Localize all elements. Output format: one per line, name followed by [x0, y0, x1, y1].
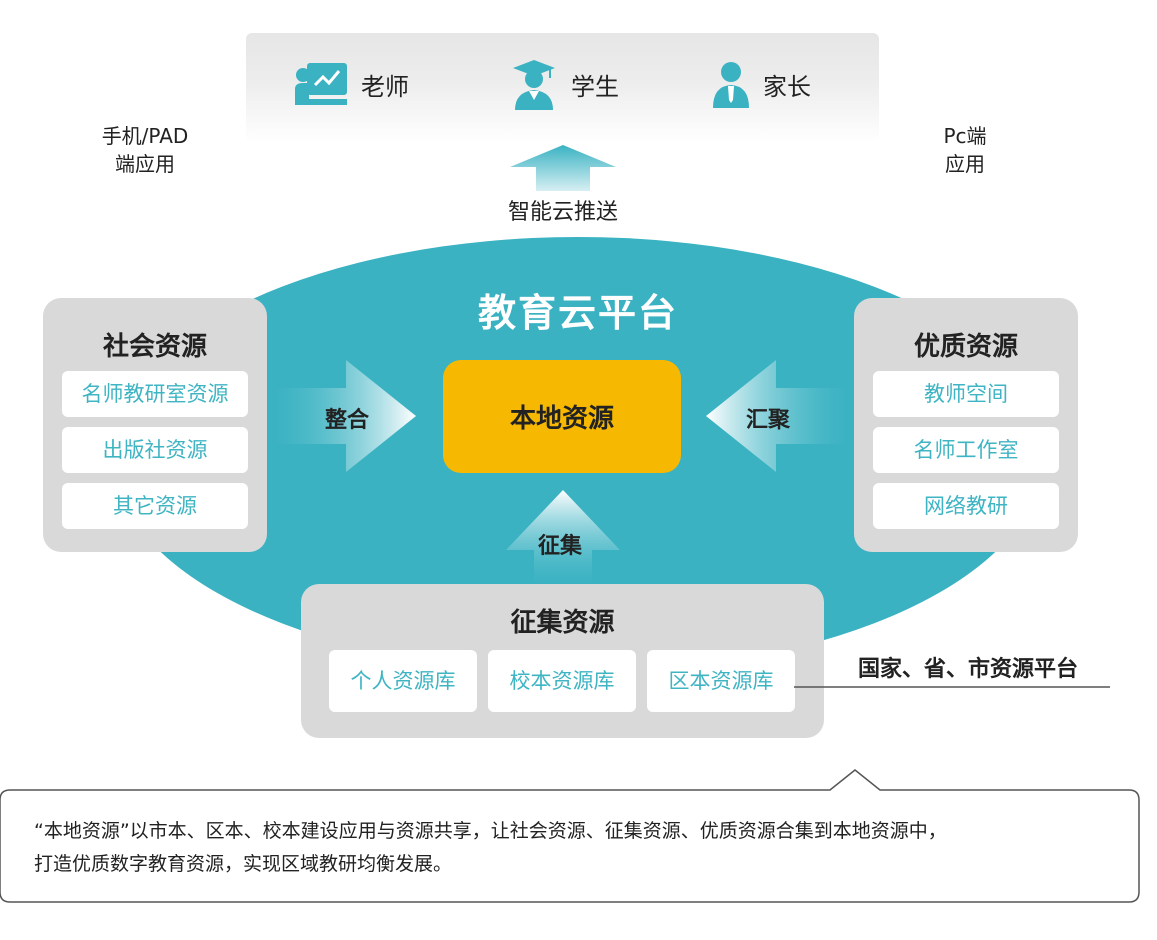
social-item[interactable]: 名师教研室资源	[62, 371, 248, 417]
push-up-arrow-icon	[510, 145, 616, 191]
collected-item[interactable]: 个人资源库	[329, 650, 477, 712]
collected-item[interactable]: 区本资源库	[647, 650, 795, 712]
description-line: 打造优质数字教育资源，实现区域教研均衡发展。	[34, 853, 453, 875]
integrate-label: 整合	[325, 408, 370, 433]
national-leader-line	[794, 686, 1110, 688]
mobile-app-label: 手机/PAD 端应用	[90, 122, 200, 178]
mobile-app-label-line2: 端应用	[115, 152, 175, 176]
gather-arrow-icon	[706, 360, 850, 472]
parent-label: 家长	[763, 72, 811, 101]
mobile-app-label-line1: 手机/PAD	[101, 124, 189, 148]
social-item[interactable]: 出版社资源	[62, 427, 248, 473]
collect-label: 征集	[538, 534, 583, 559]
cloud-push-label: 智能云推送	[507, 200, 618, 225]
student-icon	[509, 58, 559, 110]
social-resources-panel: 社会资源 名师教研室资源 出版社资源 其它资源	[43, 298, 267, 552]
user-bar	[246, 33, 879, 143]
user-student[interactable]: 学生	[509, 58, 619, 110]
parent-icon	[711, 60, 751, 108]
user-parent[interactable]: 家长	[711, 58, 811, 110]
description-callout	[0, 769, 1140, 903]
gather-label: 汇聚	[746, 408, 791, 433]
description-text: “本地资源”以市本、区本、校本建设应用与资源共享，让社会资源、征集资源、优质资源…	[34, 815, 1134, 881]
quality-item[interactable]: 教师空间	[873, 371, 1059, 417]
collected-resources-title: 征集资源	[510, 608, 615, 638]
social-item[interactable]: 其它资源	[62, 483, 248, 529]
local-resource-box[interactable]: 本地资源	[443, 360, 681, 473]
quality-resources-panel: 优质资源 教师空间 名师工作室 网络教研	[854, 298, 1078, 552]
collected-resources-panel: 征集资源 个人资源库 校本资源库 区本资源库	[301, 584, 824, 738]
collected-item[interactable]: 校本资源库	[488, 650, 636, 712]
pc-app-label: Pc端 应用	[920, 122, 1010, 178]
description-line: “本地资源”以市本、区本、校本建设应用与资源共享，让社会资源、征集资源、优质资源…	[34, 820, 947, 842]
teacher-label: 老师	[361, 72, 409, 101]
pc-app-label-line1: Pc端	[943, 124, 987, 148]
national-platform-label: 国家、省、市资源平台	[858, 657, 1079, 682]
integrate-arrow-icon	[272, 360, 416, 472]
user-teacher[interactable]: 老师	[293, 58, 409, 110]
teacher-icon	[293, 61, 349, 107]
quality-item[interactable]: 网络教研	[873, 483, 1059, 529]
student-label: 学生	[571, 72, 619, 101]
collect-arrow-icon	[506, 490, 620, 586]
social-resources-title: 社会资源	[102, 332, 207, 362]
pc-app-label-line2: 应用	[945, 152, 985, 176]
platform-title: 教育云平台	[477, 291, 678, 335]
quality-resources-title: 优质资源	[913, 332, 1018, 362]
quality-item[interactable]: 名师工作室	[873, 427, 1059, 473]
